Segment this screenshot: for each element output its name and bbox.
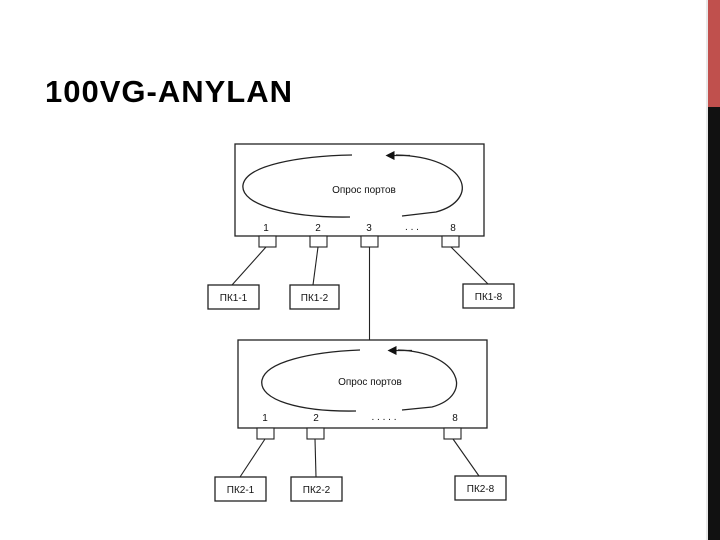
- hub-1-dots: . . .: [405, 222, 419, 233]
- hub-2: Опрос портов 1 2 . . . . . 8 ПК2-1 ПК2-2…: [214, 339, 507, 502]
- pc-label: ПК2-1: [227, 485, 255, 496]
- hub-1: Опрос портов 1 2 3 . . . 8 ПК1-1 ПК1-2 П…: [207, 143, 515, 310]
- pc-label: ПК2-8: [467, 484, 495, 495]
- pc-label: ПК2-2: [303, 485, 331, 496]
- hub-1-port-label: 3: [366, 223, 372, 234]
- hub-1-port-socket: [309, 235, 328, 248]
- hub-2-poll-loop-right: [397, 349, 458, 411]
- hub-1-cable: [231, 246, 267, 286]
- hub-2-port-label: 8: [452, 413, 458, 424]
- hub-1-caption: Опрос портов: [332, 185, 396, 196]
- hub-2-port-label: 1: [262, 413, 268, 424]
- hub-1-port-label: 8: [450, 223, 456, 234]
- hub-1-poll-loop-right: [395, 154, 463, 217]
- pc-label: ПК1-2: [301, 293, 329, 304]
- hub-2-cable: [314, 438, 317, 478]
- hub-1-cable: [312, 246, 319, 286]
- pc-box: [207, 284, 260, 310]
- pc-box: [454, 475, 507, 501]
- pc-box: [289, 284, 340, 310]
- hub-2-port-label: 2: [313, 413, 319, 424]
- hub-2-port-socket: [443, 427, 462, 440]
- pc-label: ПК1-8: [475, 292, 503, 303]
- hub-1-cable: [450, 246, 489, 285]
- hub-2-cable: [452, 438, 480, 477]
- slide-edge-divider: [706, 0, 708, 540]
- hub-2-caption: Опрос портов: [338, 377, 402, 388]
- pc-box: [462, 283, 515, 309]
- hub-2-box: [237, 339, 488, 429]
- hub-1-box: [234, 143, 485, 237]
- accent-bar-top: [708, 0, 720, 107]
- hub-2-dots: . . . . .: [371, 412, 396, 423]
- hub-2-port-socket: [306, 427, 325, 440]
- hub-2-cable: [239, 438, 266, 478]
- hub-2-port-socket: [256, 427, 275, 440]
- hub-1-port-socket: [258, 235, 277, 248]
- accent-bar-bottom: [708, 107, 720, 540]
- hub-1-port-label: 2: [315, 223, 321, 234]
- hub-1-port-socket: [360, 235, 379, 248]
- pc-label: ПК1-1: [220, 293, 248, 304]
- slide-title: 100VG-ANYLAN: [45, 74, 293, 109]
- hub-1-port-label: 1: [263, 223, 269, 234]
- pc-box: [214, 476, 267, 502]
- hub-1-poll-loop-left: [242, 154, 353, 218]
- hub-1-port-socket: [441, 235, 460, 248]
- pc-box: [290, 476, 343, 502]
- hub-2-poll-loop-left: [261, 349, 361, 412]
